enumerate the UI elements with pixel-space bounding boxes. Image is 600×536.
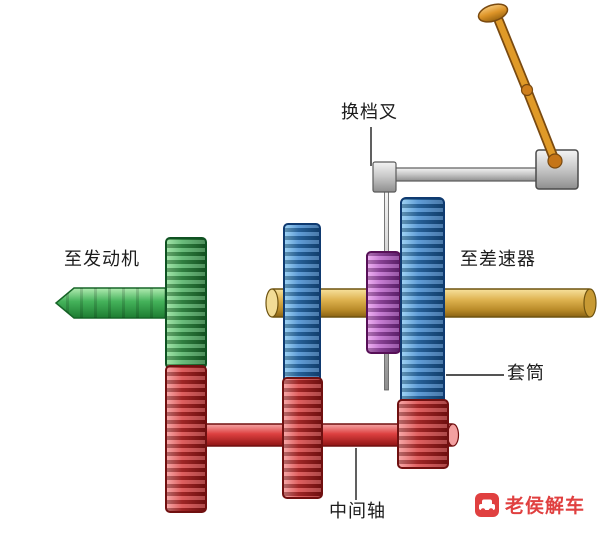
gear-shift-lever (477, 3, 563, 169)
label-to-engine: 至发动机 (64, 249, 140, 270)
lever-joint-ball (520, 83, 534, 97)
lever-pivot-ball (547, 153, 563, 169)
watermark: 老侯解车 (474, 491, 585, 518)
input-gear-green (165, 237, 207, 369)
shift-rod-gray (372, 161, 544, 193)
label-sleeve: 套筒 (507, 363, 545, 384)
shift-fork-head (372, 161, 397, 193)
label-countershaft: 中间轴 (329, 501, 386, 522)
leader-lines (355, 127, 504, 500)
watermark-text: 老侯解车 (505, 495, 586, 517)
speed-gear-small-blue (283, 223, 321, 389)
countershaft-gear-middle-red (282, 377, 323, 499)
speed-gear-large-blue (400, 197, 445, 415)
synchronizer-sleeve-purple (366, 251, 401, 354)
lever-housing (535, 149, 579, 190)
countershaft-gear-right-red (397, 399, 449, 469)
label-shift-fork: 换档叉 (341, 102, 398, 123)
input-shaft-green (54, 287, 171, 319)
lever-knob (477, 3, 509, 23)
countershaft-gear-left-red (165, 365, 207, 513)
label-to-differential: 至差速器 (460, 249, 536, 270)
watermark-logo-icon (475, 492, 499, 517)
